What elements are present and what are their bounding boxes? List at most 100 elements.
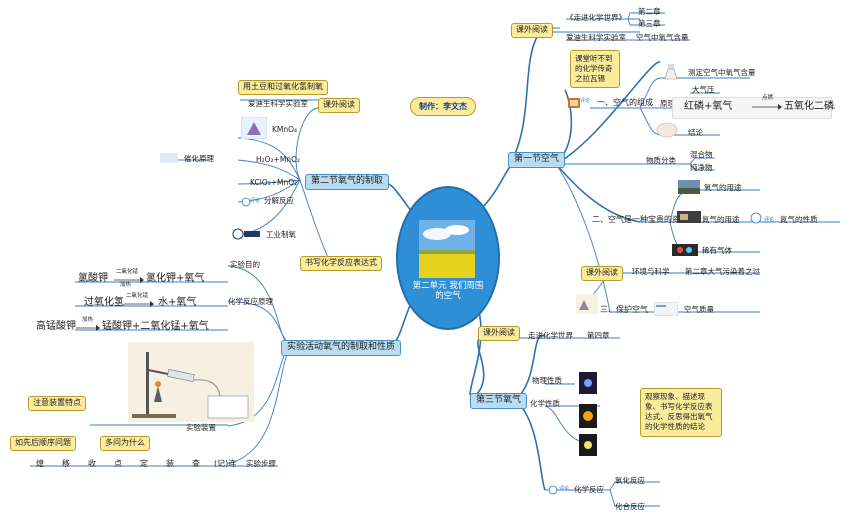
s2-potato-note[interactable]: 用土豆和过氧化氢制氧 — [238, 80, 328, 95]
exp-principle[interactable]: 化学反应原理 — [228, 297, 273, 306]
eq1-product: 氯化钾+氧气 — [146, 273, 205, 284]
cloud-icon — [750, 212, 762, 224]
s1-book[interactable]: 《走进化学世界》 — [566, 13, 626, 22]
s1-ch2[interactable]: 第二章 — [638, 7, 661, 16]
s1-pure[interactable]: 纯净物 — [690, 163, 713, 172]
s3-reading-tag[interactable]: 课外阅读 — [478, 326, 520, 341]
exp-apparatus[interactable]: 实验装置 — [186, 423, 216, 432]
s2-kmno4[interactable]: KMnO₄ — [272, 125, 298, 134]
o2-physical-image — [579, 372, 597, 394]
eq2-cond-top: 二氧化锰 — [126, 293, 149, 299]
eq3-product: 锰酸钾+二氧化锰+氧气 — [102, 321, 209, 332]
s1-protect[interactable]: 三、保护空气 — [600, 305, 648, 314]
s1-rare-gas[interactable]: 稀有气体 — [702, 246, 732, 255]
s2-kclo3[interactable]: KClO₃+MnO₂ — [250, 178, 298, 187]
exp-step-5: 装 — [166, 459, 174, 468]
s2-catalysis[interactable]: 催化原理 — [184, 154, 214, 163]
s2-decomposition[interactable]: 分解反应 — [264, 196, 294, 205]
center-title: 第二单元 我们周围的空气 — [412, 281, 484, 301]
eq2-arrow — [124, 301, 154, 307]
s1-ch3[interactable]: 第三章 — [638, 19, 661, 28]
comment-icon — [548, 485, 558, 495]
s3-observation-note[interactable]: 观察现象、描述现象、书写化学反应表达式、反思得出氧气的化学性质的结论 — [640, 388, 722, 437]
exp-step-1: 移 — [62, 459, 70, 468]
s3-chemical[interactable]: 化学性质 — [530, 399, 560, 408]
s2-write-note[interactable]: 书写化学反应表达式 — [300, 256, 382, 271]
s3-book[interactable]: 走进化学世界 — [528, 331, 573, 340]
eq3-cond-top: 加热 — [82, 317, 94, 323]
s1-classification[interactable]: 物质分类 — [646, 156, 676, 165]
kmno4-image — [241, 117, 267, 139]
branch-section-1[interactable]: 第一节空气 — [508, 152, 566, 168]
branch-experiment[interactable]: 实验活动氧气的制取和性质 — [281, 340, 402, 356]
s1-principle[interactable]: 原理 — [660, 99, 675, 108]
exp-purpose[interactable]: 实验目的 — [230, 260, 260, 269]
burning-image-1 — [579, 404, 597, 428]
s3-tag: 评论 — [559, 486, 570, 492]
s3-combination[interactable]: 化合反应 — [615, 502, 645, 511]
s2-tag: 评论 — [250, 198, 261, 204]
s1-resource[interactable]: 二、空气是一种宝贵的资源 — [592, 215, 688, 224]
eq3-reactant: 高锰酸钾 — [36, 321, 76, 332]
s2-h2o2[interactable]: H₂O₂+MnO₂ — [256, 155, 300, 164]
s3-physical[interactable]: 物理性质 — [532, 376, 562, 385]
s1-pollution[interactable]: 第二章大气污染着之过 — [685, 267, 760, 276]
air-quality-image — [654, 302, 678, 316]
s3-oxidation[interactable]: 氧化反应 — [615, 476, 645, 485]
exp-step-3: 点 — [114, 459, 122, 468]
s3-reaction[interactable]: 化学反应 — [574, 485, 604, 494]
exp-step-2: 收 — [88, 459, 96, 468]
eq-condition: 点燃 — [762, 95, 774, 101]
s2-reading-tag[interactable]: 课外阅读 — [318, 98, 360, 113]
s1-env[interactable]: 环境与科学 — [632, 267, 670, 276]
exp-step-0: 熄 — [36, 459, 44, 468]
s1-n2-property[interactable]: 氮气的性质 — [780, 215, 818, 224]
landscape-photo — [419, 220, 475, 278]
catalysis-image — [160, 153, 178, 163]
s1-o2-use[interactable]: 氧气的用途 — [704, 183, 742, 192]
industry-icon — [232, 228, 260, 240]
exp-step-4: 定 — [140, 459, 148, 468]
branch-section-2[interactable]: 第二节氧气的制取 — [305, 174, 390, 190]
s2-lab[interactable]: 爱迪生科学实验室 — [248, 99, 308, 108]
s1-lab[interactable]: 爱迪生科学实验室 — [566, 33, 626, 42]
flask-icon — [664, 64, 678, 80]
comment-icon-2 — [241, 197, 251, 207]
apparatus-image — [128, 342, 254, 422]
n2-use-image — [677, 211, 701, 223]
exp-why-note[interactable]: 多问为什么 — [100, 436, 150, 451]
s1-composition[interactable]: 一、空气的组成 — [597, 98, 653, 107]
s1-pressure[interactable]: 大气压 — [692, 85, 715, 94]
s1-air-quality[interactable]: 空气质量 — [684, 305, 714, 314]
s1-reading2-tag[interactable]: 课外阅读 — [581, 266, 623, 281]
equation-box-p — [672, 97, 832, 119]
exp-order-note[interactable]: 如先后顺序问题 — [10, 436, 76, 451]
s1-conclusion[interactable]: 结论 — [688, 128, 703, 137]
s1-mixture[interactable]: 混合物 — [690, 150, 713, 159]
eq-reactants: 红磷+氧气 — [684, 101, 733, 112]
branch-section-3[interactable]: 第三节氧气 — [470, 393, 528, 409]
eq1-cond-top: 二氧化锰 — [116, 269, 139, 275]
s3-ch4[interactable]: 第四章 — [587, 331, 610, 340]
eq3-arrow — [76, 325, 100, 331]
eq-product: 五氧化二磷 — [784, 101, 834, 112]
exp-apparatus-note[interactable]: 注意装置特点 — [28, 396, 86, 411]
s1-tag-1: 评论 — [580, 98, 591, 104]
protect-image — [576, 294, 598, 314]
exp-steps-label[interactable]: 实验步骤 — [246, 459, 276, 468]
eq2-reactant: 过氧化氢 — [84, 297, 124, 308]
eq2-product: 水+氧气 — [158, 297, 197, 308]
s2-industry[interactable]: 工业制氧 — [266, 230, 296, 239]
reaction-arrow — [752, 104, 782, 110]
s1-tag-2: 评论 — [764, 217, 775, 223]
s1-n2-use[interactable]: 氮气的用途 — [702, 215, 740, 224]
s1-reading-tag[interactable]: 课外阅读 — [511, 23, 553, 38]
book-icon — [568, 98, 580, 108]
eq1-reactant: 氯酸钾 — [78, 273, 108, 284]
s1-measure[interactable]: 测定空气中氧气含量 — [688, 68, 756, 77]
rare-gas-image — [672, 244, 698, 256]
s1-lab-o2[interactable]: 空气中氧气含量 — [636, 33, 689, 42]
s1-story-note[interactable]: 课堂听不到的化学传奇之拉瓦锡 — [570, 50, 620, 89]
jar-image — [656, 122, 678, 138]
burning-image-2 — [579, 434, 597, 456]
